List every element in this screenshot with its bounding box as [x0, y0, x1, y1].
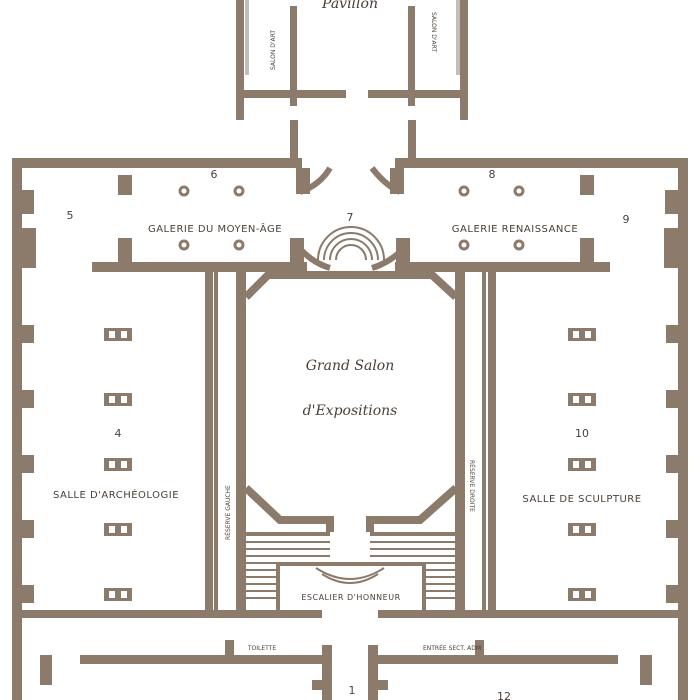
room-8-label: GALERIE RENAISSANCE — [452, 224, 578, 235]
room-1-number: 1 — [349, 684, 356, 697]
room-4-label: SALLE D'ARCHÉOLOGIE — [53, 488, 179, 501]
entrance-left-label: TOILETTE — [247, 645, 277, 652]
staircase-steps — [246, 532, 456, 616]
grand-salon-walls — [243, 271, 459, 532]
gallery-columns — [178, 185, 525, 251]
staircase-label: ESCALIER D'HONNEUR — [301, 593, 400, 602]
corridor-walls — [205, 272, 496, 612]
outer-walls — [12, 158, 688, 700]
room-7-number: 7 — [347, 211, 354, 224]
entrance-right-label: ENTRÉE SECT. ADM — [423, 644, 481, 652]
room-9-number: 9 — [623, 213, 630, 226]
room-4-number: 4 — [115, 427, 122, 440]
grand-salon-line1: Grand Salon — [306, 358, 395, 374]
connector — [290, 120, 416, 165]
room-12-number: 12 — [497, 690, 511, 700]
entrance-walls — [22, 610, 678, 700]
pavilion-title: Pavillon — [321, 0, 378, 12]
pavilion-left-label: SALON D'ART — [270, 30, 277, 70]
pavilion-right-label: SALON D'ART — [430, 12, 437, 52]
room-6-number: 6 — [211, 168, 218, 181]
central-stair — [317, 226, 385, 261]
side-hall-pillars — [104, 328, 596, 601]
reserve-right-label: RÉSERVE DROITE — [468, 460, 476, 512]
grand-salon-line2: d'Expositions — [303, 403, 398, 419]
buttresses — [22, 325, 678, 603]
pavilion: Pavillon SALON D'ART SALON D'ART — [236, 0, 468, 120]
labels: 5 6 GALERIE DU MOYEN-ÂGE 7 8 GALERIE REN… — [53, 168, 641, 700]
room-10-label: SALLE DE SCULPTURE — [522, 494, 641, 505]
gallery-wall — [92, 166, 610, 272]
room-8-number: 8 — [489, 168, 496, 181]
reserve-left-label: RÉSERVE GAUCHE — [224, 485, 232, 540]
room-5-number: 5 — [67, 209, 74, 222]
room-10-number: 10 — [575, 427, 589, 440]
room-6-label: GALERIE DU MOYEN-ÂGE — [148, 222, 282, 235]
